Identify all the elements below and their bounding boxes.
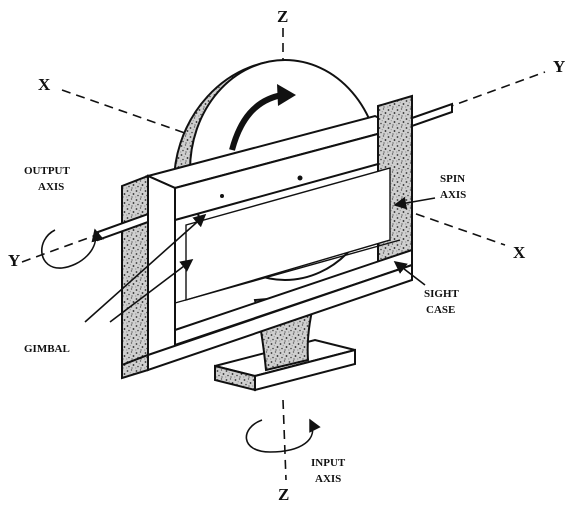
output-rotation-arrow xyxy=(40,228,104,269)
x-axis-label-left: X xyxy=(38,75,51,94)
input-axis-label-line2: AXIS xyxy=(315,473,341,485)
leader-lines xyxy=(84,196,436,323)
rotation-indicators xyxy=(40,228,321,453)
z-axis-label-top: Z xyxy=(277,7,288,26)
sight-case-label-line2: CASE xyxy=(426,304,455,316)
y-axis-label-right: Y xyxy=(553,57,565,76)
input-axis-label-line1: INPUT xyxy=(311,457,346,469)
pivots xyxy=(220,175,303,198)
sight-case-label-line1: SIGHT xyxy=(424,288,460,300)
spin-axis-label-line1: SPIN xyxy=(440,173,465,185)
input-rotation-arrow xyxy=(245,418,321,453)
labels: Z Z X X Y Y OUTPUT AXIS SPIN AXIS GIMBAL… xyxy=(8,7,565,504)
output-axis-label-line1: OUTPUT xyxy=(24,165,71,177)
rotation-arrow xyxy=(229,92,283,151)
spin-axis-leader xyxy=(393,196,436,210)
spin-axis-label-line2: AXIS xyxy=(440,189,466,201)
sight-case-leader xyxy=(393,261,426,286)
x-axis-label-right: X xyxy=(513,243,526,262)
gimbal-leader-2 xyxy=(109,259,194,323)
gimbal-leader xyxy=(84,213,207,323)
output-axis-label-line2: AXIS xyxy=(38,181,64,193)
gimbal-label: GIMBAL xyxy=(24,343,70,355)
x-axis-line xyxy=(61,89,506,246)
y-axis-label-left: Y xyxy=(8,251,20,270)
spin-shaft xyxy=(411,102,453,128)
z-axis-line-lower xyxy=(282,399,287,481)
z-axis-label-bottom: Z xyxy=(278,485,289,504)
